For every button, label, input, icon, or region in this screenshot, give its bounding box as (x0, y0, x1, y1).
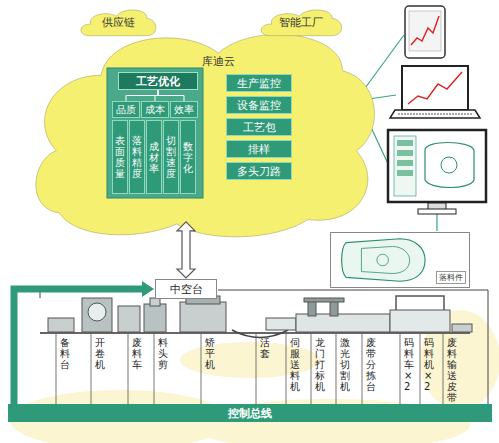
node-text: 中空台 (170, 282, 203, 297)
frame-line (40, 290, 488, 404)
leader-line (420, 334, 421, 404)
node-text: 智能工厂 (279, 15, 323, 30)
node-text: 排样 (248, 142, 270, 157)
small-cloud: 供应链 (78, 4, 158, 40)
leader-line (256, 334, 257, 404)
tree-line (126, 90, 158, 101)
leader-lines (56, 334, 443, 404)
node-text: 表面质量 (115, 135, 125, 179)
function-box: 多头刀路 (226, 162, 292, 180)
node-text: 品质 (116, 103, 136, 117)
metric-bar: 落料精度 (129, 120, 145, 194)
node-text: 库迪云 (202, 54, 235, 69)
arrowhead (142, 281, 154, 297)
machine-label: 备料台 (60, 337, 70, 370)
node-text: 多头刀路 (237, 164, 281, 179)
part-panel: 落料件 (330, 232, 470, 288)
leader-line (154, 334, 155, 404)
function-box: 工艺包 (226, 118, 292, 136)
machine-label: 码料车×2 (404, 337, 414, 392)
function-box: 设备监控 (226, 96, 292, 114)
double-arrow (177, 222, 195, 278)
machine-label: 废料输送皮带 (447, 337, 457, 403)
table-box: 中空台 (155, 279, 217, 299)
function-box: 生产监控 (226, 74, 292, 92)
leader-line (336, 334, 337, 404)
node-text: 数字化 (183, 141, 193, 174)
bus-loop (14, 289, 144, 405)
machine-label: 废料车 (132, 337, 142, 370)
leader-line (286, 334, 287, 404)
node-text: 切割速度 (166, 135, 176, 179)
node-text: 供应链 (102, 15, 135, 30)
metric-bar: 数字化 (180, 120, 196, 194)
machine-label: 料头剪 (158, 337, 168, 370)
node-text: 控制总线 (228, 406, 272, 421)
tree-line (158, 90, 184, 101)
leader-line (128, 334, 129, 404)
function-box: 排样 (226, 140, 292, 158)
leader-line (311, 334, 312, 404)
cloud: 库迪云工艺优化品质成本效率表面质量落料精度成材率切割速度数字化 生产监控设备监控工… (32, 22, 377, 244)
monitor-icon (388, 130, 486, 214)
category-box: 品质 (112, 101, 140, 118)
leader-line (362, 334, 363, 404)
category-box: 成本 (141, 101, 169, 118)
small-cloud: 智能工厂 (258, 4, 344, 40)
machine-label: 矫平机 (205, 337, 215, 370)
machine-label: 开卷机 (95, 337, 105, 370)
group-header: 工艺优化 (118, 72, 198, 90)
node-text: 成材率 (149, 141, 159, 174)
control-bus: 控制总线 (8, 404, 492, 422)
machine-label: 活套 (260, 337, 270, 359)
machine-label: 龙门打标机 (315, 337, 325, 392)
node-text: 工艺包 (243, 120, 276, 135)
category-box: 效率 (170, 101, 198, 118)
node-text: 生产监控 (237, 76, 281, 91)
machine-label: 伺服送料机 (290, 337, 300, 392)
node-text: 成本 (145, 103, 165, 117)
node-text: 落料精度 (132, 135, 142, 179)
group-panel (107, 68, 203, 198)
machine-label: 废带分拣台 (366, 337, 376, 392)
node-text: 工艺优化 (136, 74, 180, 89)
machine-label: 码料机×2 (424, 337, 434, 392)
leader-line (201, 334, 202, 404)
leader-line (443, 334, 444, 404)
metric-bar: 切割速度 (163, 120, 179, 194)
laptop-icon (390, 66, 480, 118)
node-text: 效率 (174, 103, 194, 117)
leader-line (56, 334, 57, 404)
metric-bar: 成材率 (146, 120, 162, 194)
production-line (40, 296, 472, 338)
machine-label: 激光切割机 (340, 337, 350, 392)
node-text: 落料件 (436, 271, 466, 284)
leader-line (91, 334, 92, 404)
leader-line (400, 334, 401, 404)
tablet-icon (405, 6, 445, 58)
metric-bar: 表面质量 (112, 120, 128, 194)
node-text: 设备监控 (237, 98, 281, 113)
